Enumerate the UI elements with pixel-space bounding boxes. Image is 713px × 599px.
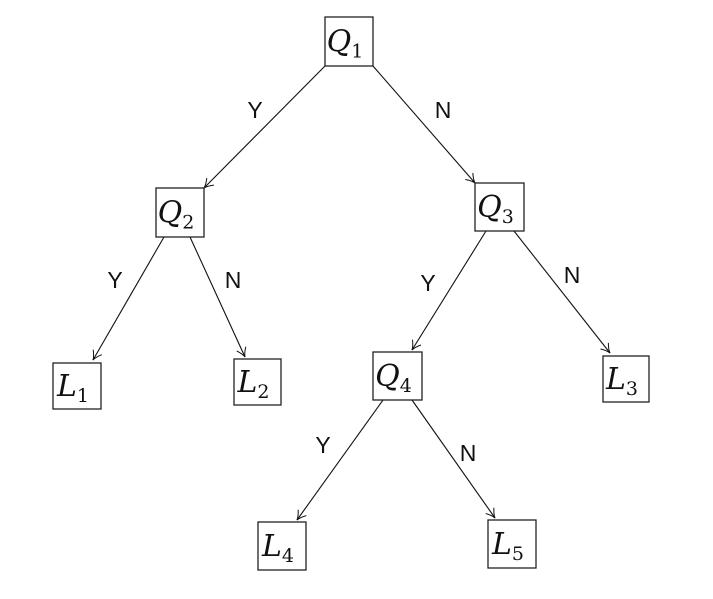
edge-label-no: N [460, 440, 477, 466]
node-letter: Q [477, 190, 502, 225]
edge-Q2-L1 [92, 236, 165, 361]
node-subscript: 2 [257, 381, 269, 403]
node-subscript: 1 [77, 385, 89, 407]
node-label: Q2 [158, 196, 195, 234]
node-q3: Q3 [474, 182, 525, 232]
edge-Q2-L2 [189, 236, 247, 358]
node-label: Q4 [375, 359, 412, 397]
node-label: Q1 [327, 25, 364, 63]
node-box [233, 358, 282, 406]
node-subscript: 3 [502, 206, 514, 228]
node-subscript: 2 [182, 212, 194, 234]
node-box [155, 187, 205, 238]
edge-Q3-L3 [513, 230, 611, 354]
edge-Q1-Q3 [372, 65, 476, 184]
node-label: L2 [236, 365, 269, 403]
node-letter: L [605, 362, 626, 397]
node-subscript: 4 [400, 375, 412, 397]
node-subscript: 4 [282, 545, 294, 567]
node-box [257, 521, 307, 571]
node-letter: L [491, 527, 512, 562]
node-subscript: 5 [512, 543, 524, 565]
node-q1: Q1 [324, 16, 374, 67]
edge-Q4-L4 [296, 399, 384, 521]
node-box [474, 182, 525, 232]
node-box [372, 351, 423, 401]
node-label: L3 [605, 362, 638, 400]
edge-label-no: N [564, 262, 581, 288]
node-box [324, 16, 374, 67]
edge-label-yes: Y [247, 97, 262, 123]
edge-Q1-Q2 [203, 65, 326, 189]
node-l1: L1 [52, 362, 102, 410]
node-l3: L3 [602, 355, 650, 403]
node-q4: Q4 [372, 351, 423, 401]
node-l5: L5 [487, 519, 537, 569]
edge-label-yes: Y [107, 267, 122, 293]
edge-label-no: N [435, 97, 452, 123]
node-subscript: 3 [626, 378, 638, 400]
node-letter: L [261, 529, 282, 564]
node-letter: L [236, 365, 257, 400]
node-box [52, 362, 102, 410]
edge-label-yes: Y [315, 432, 330, 458]
node-l4: L4 [257, 521, 307, 571]
node-letter: Q [158, 196, 183, 231]
edge-Q3-Q4 [411, 230, 487, 351]
node-label: L5 [491, 527, 524, 565]
edge-label-no: N [225, 267, 242, 293]
node-box [602, 355, 650, 403]
node-box [487, 519, 537, 569]
edge-Q4-L5 [411, 399, 496, 519]
node-letter: Q [375, 359, 400, 394]
node-q2: Q2 [155, 187, 205, 238]
node-label: L1 [56, 369, 89, 407]
node-label: L4 [261, 529, 294, 567]
node-letter: L [56, 369, 77, 404]
edge-label-yes: Y [420, 270, 435, 296]
node-subscript: 1 [351, 41, 363, 63]
node-l2: L2 [233, 358, 282, 406]
node-letter: Q [327, 25, 352, 60]
node-label: Q3 [477, 190, 514, 228]
